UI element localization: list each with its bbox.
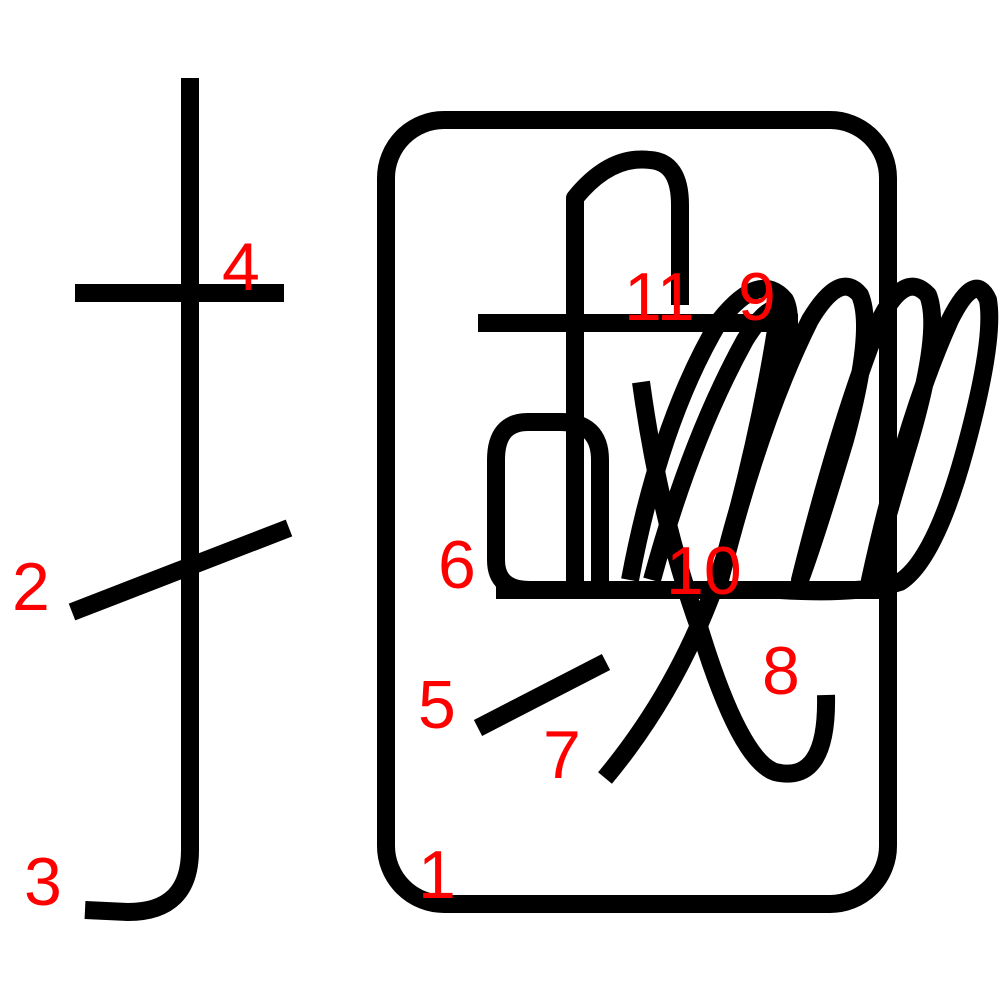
stroke-right-falling	[632, 380, 836, 783]
stroke-scribble	[621, 277, 999, 601]
stroke-hook	[84, 849, 199, 921]
stroke-number-4: 4	[222, 229, 260, 305]
stroke-number-8: 8	[762, 633, 800, 709]
stroke-number-7: 7	[543, 717, 581, 793]
stroke-number-3: 3	[24, 844, 62, 920]
stroke-number-6: 6	[438, 527, 476, 603]
stroke-number-11: 11	[624, 259, 695, 335]
stroke-number-10: 10	[666, 533, 742, 609]
stroke-tall-loop	[566, 150, 689, 590]
stroke-rising	[68, 519, 293, 621]
stroke-number-1: 1	[418, 837, 456, 913]
stroke-number-9: 9	[738, 259, 776, 335]
stroke-number-5: 5	[418, 667, 456, 743]
stroke-short-slash	[473, 654, 611, 736]
stroke-scribble-inner	[643, 300, 789, 583]
stroke-small-loop	[487, 413, 609, 599]
stroke-number-2: 2	[12, 549, 50, 625]
